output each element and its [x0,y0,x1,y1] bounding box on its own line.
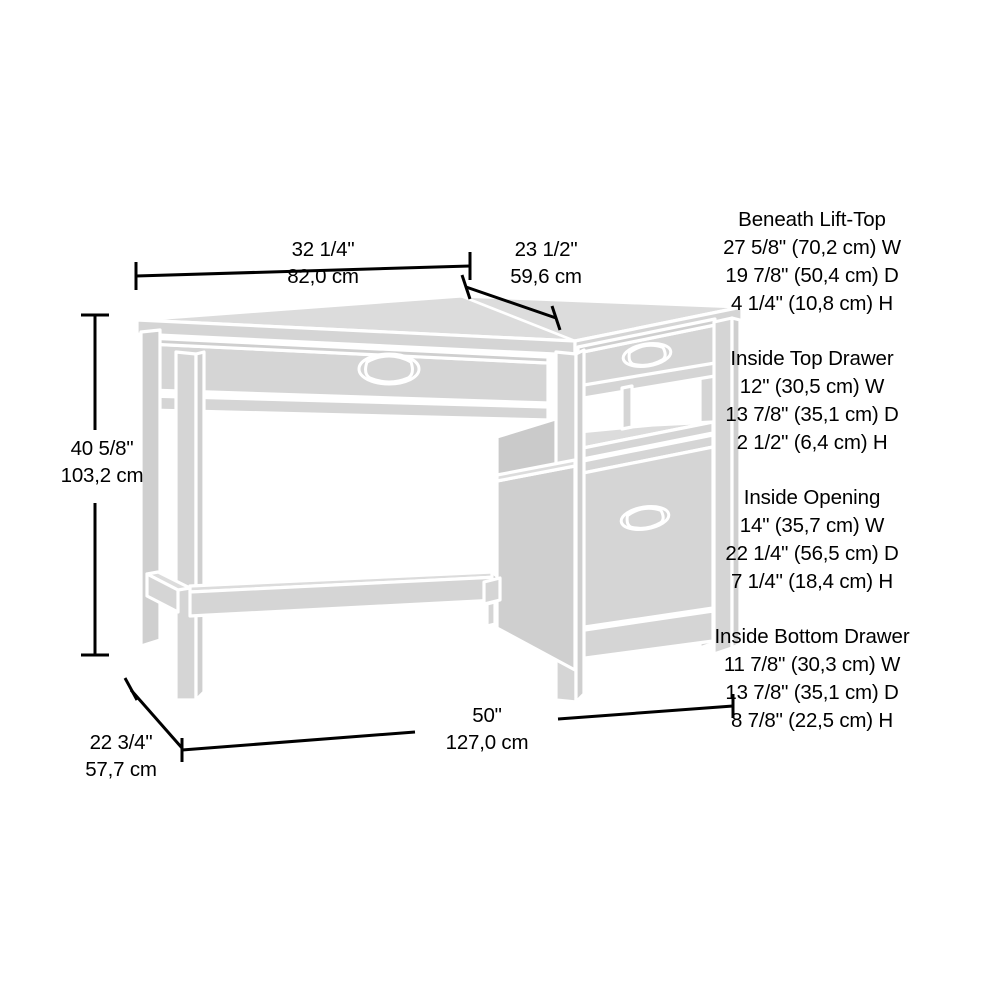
leg-pedestal-right-shade [730,316,742,650]
spec-line-depth: 22 1/4" (56,5 cm) D [725,542,899,565]
spec-block-inside-opening: Inside Opening 14" (35,7 cm) W 22 1/4" (… [677,484,947,596]
dimension-label-side-depth: 22 3/4" 57,7 cm [62,729,180,783]
specifications-panel: Beneath Lift-Top 27 5/8" (70,2 cm) W 19 … [677,206,947,735]
pedestal-foot-nub [482,576,502,606]
pedestal-low-side [495,464,577,672]
dimension-label-depth: 23 1/2" 59,6 cm [487,236,605,290]
dim-line-length-left [181,730,416,752]
dim-line-depth [465,285,557,320]
dim-line-length-right [557,704,734,721]
spec-line-depth: 19 7/8" (50,4 cm) D [725,264,899,287]
dimension-label-width: 32 1/4" 82,0 cm [258,236,388,290]
lift-top-seam [460,294,576,343]
spec-line-height: 4 1/4" (10,8 cm) H [730,292,894,315]
shelf-divider [620,384,634,431]
spec-line-width: 14" (35,7 cm) W [739,514,885,537]
dimension-label-height: 40 5/8" 103,2 cm [42,435,162,489]
spec-block-inside-bottom-drawer: Inside Bottom Drawer 11 7/8" (30,3 cm) W… [677,623,947,735]
dim-cap-side-depth-top [123,677,139,701]
dimension-depth-metric: 59,6 cm [510,265,582,288]
spec-line-height: 7 1/4" (18,4 cm) H [730,570,894,593]
dimension-side-depth-metric: 57,7 cm [85,758,157,781]
spec-title: Inside Top Drawer [730,347,894,370]
dimension-width-metric: 82,0 cm [287,265,359,288]
dimension-side-depth-imperial: 22 3/4" [89,731,153,754]
left-drawer-pull-icon [357,352,421,386]
dimension-lines [81,252,735,762]
leg-rear-left-face [139,328,162,648]
spec-line-width: 11 7/8" (30,3 cm) W [723,653,901,676]
right-bottom-drawer-pull-icon [619,505,671,531]
spec-block-inside-top-drawer: Inside Top Drawer 12" (30,5 cm) W 13 7/8… [677,345,947,457]
dim-line-width [135,264,471,278]
spec-line-width: 12" (30,5 cm) W [739,375,885,398]
dimension-length-imperial: 50" [472,704,502,727]
dimension-depth-imperial: 23 1/2" [514,238,578,261]
spec-line-height: 8 7/8" (22,5 cm) H [730,709,894,732]
spec-title: Inside Opening [743,486,881,509]
spec-block-beneath-lift-top: Beneath Lift-Top 27 5/8" (70,2 cm) W 19 … [677,206,947,318]
dimension-length-metric: 127,0 cm [445,731,529,754]
spec-line-width: 27 5/8" (70,2 cm) W [723,236,901,259]
dimension-height-metric: 103,2 cm [60,464,144,487]
leg-front-left-shade [194,350,206,702]
pedestal-low-side-top [495,458,577,483]
spec-line-depth: 13 7/8" (35,1 cm) D [725,403,899,426]
dimension-height-imperial: 40 5/8" [70,437,134,460]
dim-cap-depth-top [460,274,472,300]
right-top-drawer-pull-icon [621,342,673,368]
side-stretcher-face [145,572,180,614]
desk-drawing [135,294,744,704]
spec-line-height: 2 1/2" (6,4 cm) H [736,431,888,454]
dimension-width-imperial: 32 1/4" [291,238,355,261]
dimension-label-length: 50" 127,0 cm [417,702,557,756]
pedestal-foot-nub-leg [485,600,497,628]
leg-front-left [174,350,198,702]
leg-pedestal-left-shade [574,348,586,704]
spec-title: Inside Bottom Drawer [714,625,910,648]
spec-line-depth: 13 7/8" (35,1 cm) D [725,681,899,704]
spec-title: Beneath Lift-Top [738,208,886,231]
dim-line-side-depth [129,689,184,749]
dim-cap-depth-bottom [550,305,562,331]
